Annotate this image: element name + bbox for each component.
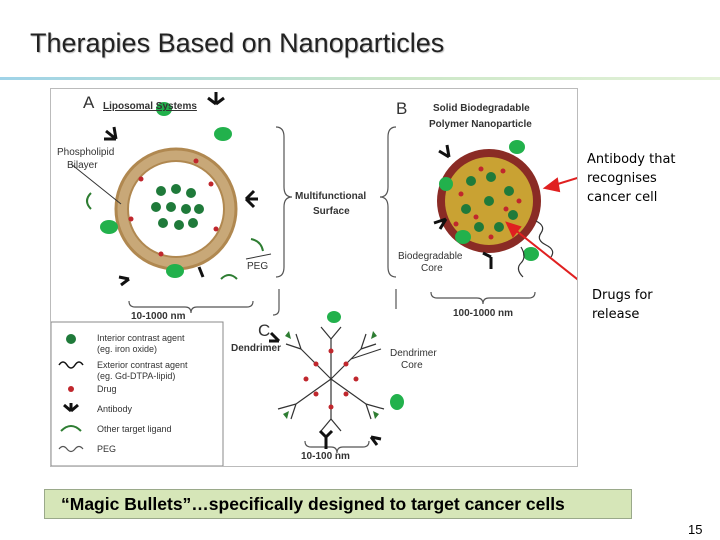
callout-arrows: [505, 177, 577, 281]
bilayer-label: Bilayer: [67, 160, 98, 171]
drugs-callout: Drugs for release: [592, 286, 653, 324]
slide-title: Therapies Based on Nanoparticles: [30, 28, 445, 58]
figure-illustration: [51, 92, 577, 466]
panel-c-heading: Dendrimer: [231, 343, 282, 354]
legend-item-detail: (eg. iron oxide): [97, 344, 158, 354]
core-label: Core: [421, 263, 443, 274]
center-label-line1: Multifunctional: [295, 191, 367, 202]
phospholipid-label: Phospholipid: [57, 147, 115, 158]
dendrimer-core-label-1: Dendrimer: [390, 348, 437, 359]
dendrimer-core-label-2: Core: [401, 360, 423, 371]
antibody-callout: Antibody that recognises cancer cell: [587, 150, 676, 207]
legend-item: Drug: [97, 384, 117, 394]
antibody-callout-line: recognises: [587, 171, 657, 186]
legend-item: Other target ligand: [97, 424, 172, 434]
panel-b-heading-2: Polymer Nanoparticle: [429, 119, 532, 130]
legend-item: PEG: [97, 444, 117, 454]
nanoparticle-figure: A Liposomal Systems Phospholipid Bilayer…: [50, 88, 578, 467]
drugs-callout-line: Drugs for: [592, 288, 653, 303]
legend-item-detail: (eg. Gd-DTPA-lipid): [97, 371, 176, 381]
antibody-callout-line: cancer cell: [587, 190, 658, 205]
panel-b-size: 100-1000 nm: [453, 308, 514, 319]
legend-item: Antibody: [97, 404, 133, 414]
panel-a-size: 10-1000 nm: [131, 311, 186, 322]
panel-c-size: 10-100 nm: [301, 451, 350, 462]
panel-b-letter: B: [396, 99, 408, 118]
legend-item: Exterior contrast agent: [97, 360, 188, 370]
center-label-line2: Surface: [313, 206, 350, 217]
panel-a-heading: Liposomal Systems: [103, 101, 197, 112]
antibody-callout-line: Antibody that: [587, 152, 676, 167]
legend-item: Interior contrast agent: [97, 333, 185, 343]
peg-label: PEG: [247, 261, 269, 272]
panel-a-letter: A: [83, 93, 95, 112]
title-divider: [0, 77, 720, 80]
drugs-callout-line: release: [592, 307, 640, 322]
liposome-illustration: [70, 92, 272, 287]
panel-b-heading-1: Solid Biodegradable: [433, 103, 530, 114]
magic-bullets-banner: “Magic Bullets”…specifically designed to…: [44, 489, 632, 519]
page-number: 15: [688, 522, 703, 537]
panel-c-letter: C: [258, 321, 271, 340]
biodegradable-label: Biodegradable: [398, 251, 463, 262]
dendrimer-illustration: [277, 326, 385, 432]
legend-icons: [58, 334, 84, 453]
